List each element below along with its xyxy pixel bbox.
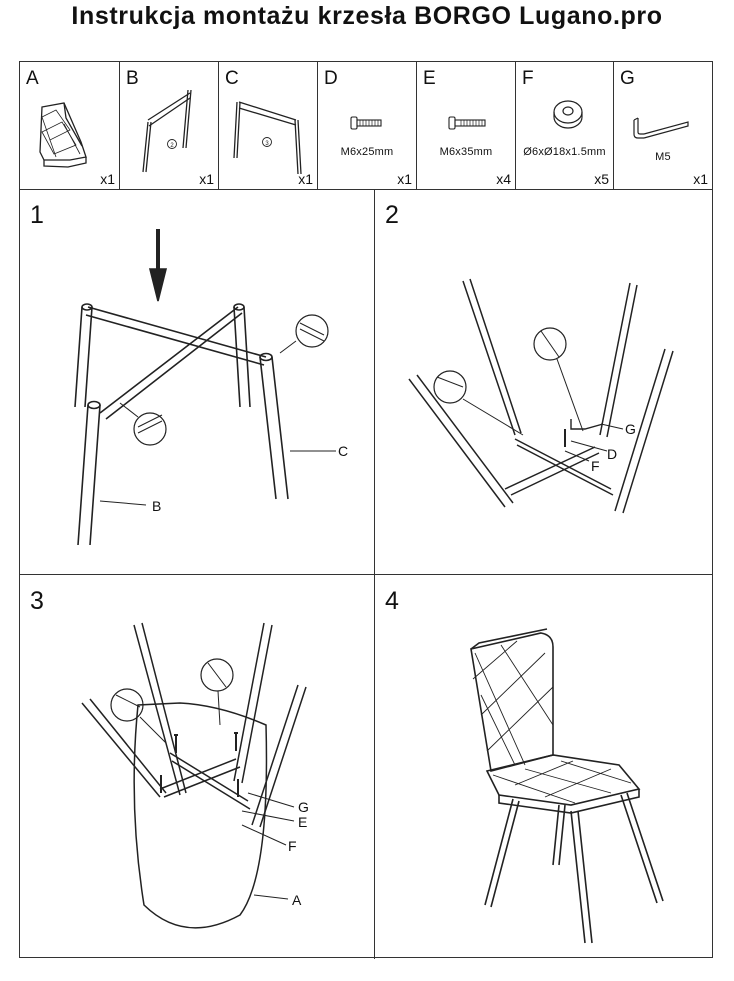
page-title: Instrukcja montażu krzesła BORGO Lugano.… <box>71 2 663 30</box>
part-a: A x1 <box>20 62 120 189</box>
parts-list: A x1 B <box>20 62 712 190</box>
rear-frame-icon: 3 <box>233 101 302 175</box>
label-g: G <box>625 421 636 437</box>
allen-key-icon <box>633 117 689 139</box>
label-e: E <box>298 814 307 830</box>
part-spec: M6x35mm <box>439 146 493 158</box>
seat-shell-icon <box>39 102 87 168</box>
frame-mark-c: 3 <box>265 141 269 147</box>
part-letter: G <box>620 68 635 89</box>
part-f: F Ø6xØ18x1.5mm x5 <box>516 62 614 189</box>
part-letter: F <box>522 68 534 89</box>
label-g: G <box>298 799 309 815</box>
step-number: 4 <box>385 587 399 615</box>
label-c: C <box>338 443 348 459</box>
step-3-panel: 3 <box>20 575 375 959</box>
label-d: D <box>607 446 617 462</box>
label-a: A <box>292 892 302 908</box>
part-spec: Ø6xØ18x1.5mm <box>523 146 606 158</box>
label-f: F <box>288 838 297 854</box>
step-2-drawing: G D F <box>408 278 674 514</box>
step-number: 3 <box>30 587 44 615</box>
part-qty: x1 <box>693 171 708 187</box>
part-qty: x5 <box>594 171 609 187</box>
assembled-chair-drawing <box>470 628 664 944</box>
washer-icon <box>553 100 583 129</box>
step-2-panel: 2 <box>375 189 712 575</box>
step-1-drawing: C B <box>74 229 348 546</box>
label-f: F <box>591 458 600 474</box>
part-letter: C <box>225 68 239 89</box>
instruction-sheet: A x1 B <box>19 61 713 959</box>
part-e: E M6x35mm x4 <box>417 62 516 189</box>
part-d: D M6x25mm x1 <box>318 62 417 189</box>
part-spec: M6x25mm <box>340 146 394 158</box>
part-letter: A <box>26 68 39 89</box>
step-number: 1 <box>30 201 44 229</box>
step-4-panel: 4 <box>375 575 712 959</box>
step-3-drawing: G E F A <box>81 622 309 929</box>
front-frame-icon: 2 <box>142 89 192 173</box>
part-letter: E <box>423 68 436 89</box>
part-qty: x1 <box>397 171 412 187</box>
frame-mark-b: 2 <box>170 143 174 149</box>
bolt-long-icon <box>448 116 486 130</box>
step-number: 2 <box>385 201 399 229</box>
part-letter: D <box>324 68 338 89</box>
part-qty: x1 <box>199 171 214 187</box>
step-1-panel: 1 <box>20 189 375 575</box>
part-qty: x4 <box>496 171 511 187</box>
part-qty: x1 <box>298 171 313 187</box>
part-spec: M5 <box>655 151 671 163</box>
part-c: C 3 x1 <box>219 62 318 189</box>
part-letter: B <box>126 68 139 89</box>
label-b: B <box>152 498 161 514</box>
bolt-short-icon <box>350 116 382 130</box>
part-b: B 2 x1 <box>120 62 219 189</box>
part-qty: x1 <box>100 171 115 187</box>
part-g: G M5 x1 <box>614 62 712 189</box>
